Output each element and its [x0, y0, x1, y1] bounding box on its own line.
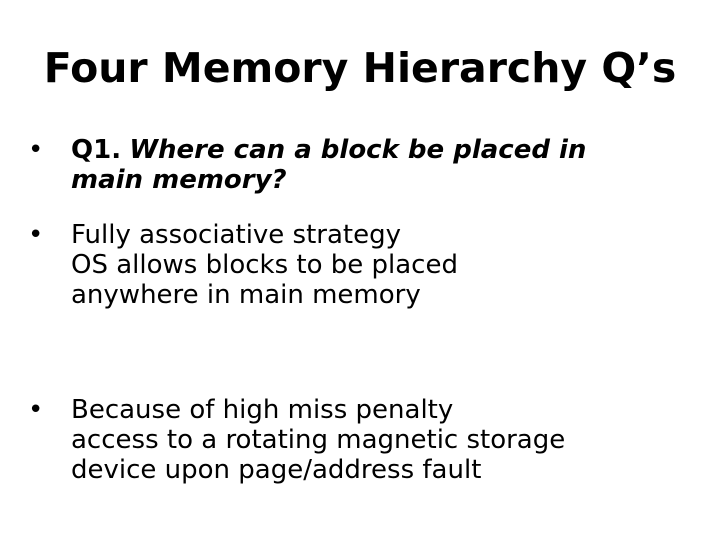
question-text-line-2: main memory? — [71, 165, 287, 195]
bullet-strategy: • Fully associative strategy OS allows b… — [28, 220, 458, 310]
slide-title: Four Memory Hierarchy Q’s — [43, 44, 677, 92]
bullet-q1-line-1: Q1. Where can a block be placed in — [71, 135, 586, 165]
bullet-q1: • Q1. Where can a block be placed in mai… — [28, 135, 586, 195]
bullet-strategy-detail-2: anywhere in main memory — [71, 280, 421, 310]
question-number: Q1. — [71, 135, 122, 165]
bullet-penalty-heading: Because of high miss penalty — [71, 395, 454, 425]
bullet-dot: • — [28, 395, 44, 425]
bullet-penalty-text: Because of high miss penalty access to a… — [71, 395, 565, 485]
bullet-q1-text: Q1. Where can a block be placed in main … — [71, 135, 586, 195]
question-text-line-1: Where can a block be placed in — [129, 135, 587, 165]
bullet-dot: • — [28, 220, 44, 250]
bullet-penalty-detail-2: device upon page/address fault — [71, 455, 482, 485]
bullet-penalty-detail-1: access to a rotating magnetic storage — [71, 425, 566, 455]
bullet-strategy-text: Fully associative strategy OS allows blo… — [71, 220, 458, 310]
bullet-strategy-heading: Fully associative strategy — [71, 220, 402, 250]
bullet-dot: • — [28, 135, 44, 165]
bullet-penalty: • Because of high miss penalty access to… — [28, 395, 565, 485]
bullet-strategy-detail-1: OS allows blocks to be placed — [71, 250, 458, 280]
